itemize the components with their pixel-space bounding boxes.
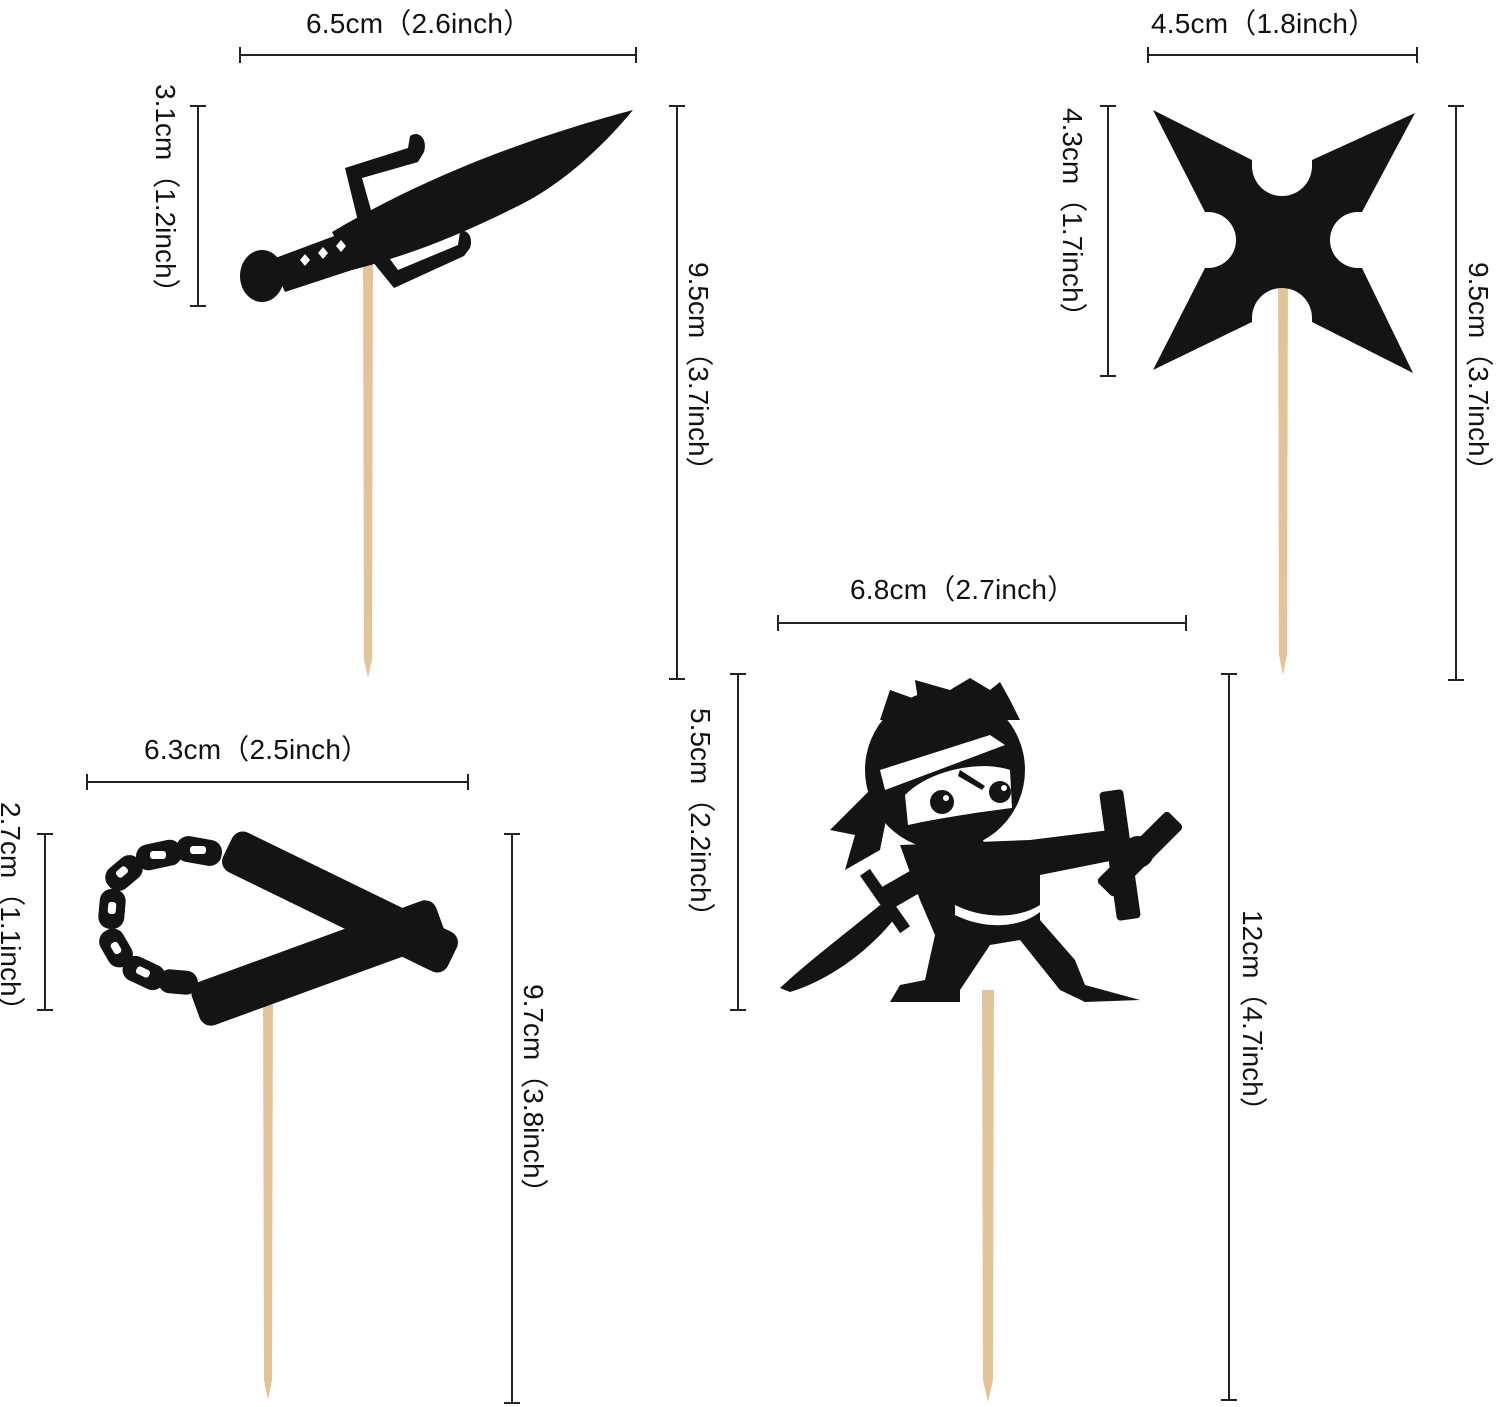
ninja-height-label: 5.5cm（2.2inch） — [685, 708, 716, 931]
nunchuck-chain — [98, 836, 223, 995]
ninja-height-line — [730, 673, 746, 1011]
sword-pommel — [240, 250, 284, 302]
sword-height-label: 3.1cm（1.2inch） — [150, 84, 181, 307]
sword-guard-bottom — [368, 230, 472, 288]
ninja-topper — [780, 678, 1183, 1402]
sword-topper — [240, 110, 633, 678]
shuriken-star — [1153, 110, 1415, 373]
ninja-width-label: 6.8cm（2.7inch） — [850, 574, 1076, 605]
sword-height-line — [190, 105, 206, 307]
ninja-hair — [880, 678, 1020, 720]
ninja-total-height-label: 12cm（4.7inch） — [1237, 910, 1268, 1125]
sword-handle — [270, 232, 358, 292]
nunchucks-topper — [98, 831, 458, 1400]
shuriken-topper — [1153, 110, 1415, 675]
nunchuck-stick-2 — [191, 900, 445, 1026]
nunchucks-stick — [263, 985, 273, 1400]
ninja-face — [905, 766, 1012, 825]
nunchucks-total-height-line — [504, 833, 520, 1404]
ninja-bandana-tails — [830, 790, 890, 870]
ninja-headband — [880, 735, 1005, 790]
ninja-right-eye — [989, 781, 1011, 803]
shuriken-height-line — [1100, 105, 1116, 377]
sword-total-height-label: 9.5cm（3.7inch） — [683, 262, 714, 485]
sword-blade — [332, 110, 633, 270]
nunchucks-height-line — [37, 833, 53, 1011]
shuriken-total-height-label: 9.5cm（3.7inch） — [1463, 262, 1494, 485]
shuriken-width-line — [1147, 47, 1418, 63]
ninja-stick — [982, 990, 994, 1402]
ninja-left-eye — [930, 790, 954, 814]
shuriken-stick — [1278, 265, 1288, 675]
ninja-sword — [780, 905, 895, 992]
sword-total-height-line — [669, 105, 685, 680]
ninja-width-line — [777, 615, 1187, 631]
sword-width-label: 6.5cm（2.6inch） — [306, 8, 532, 39]
shuriken-total-height-line — [1448, 105, 1464, 681]
nunchucks-height-label: 2.7cm（1.1inch） — [0, 802, 26, 1025]
nunchucks-total-height-label: 9.7cm（3.8inch） — [518, 984, 549, 1207]
nunchucks-width-label: 6.3cm（2.5inch） — [144, 734, 370, 765]
sword-guard-top — [345, 133, 425, 250]
ninja-total-height-line — [1221, 673, 1237, 1401]
nunchucks-width-line — [86, 774, 469, 790]
sword-width-line — [239, 47, 637, 63]
dimension-lines — [37, 47, 1464, 1404]
sword-stick — [363, 255, 373, 678]
ninja-shuriken — [1097, 789, 1183, 921]
shuriken-height-label: 4.3cm（1.7inch） — [1057, 108, 1088, 331]
shuriken-width-label: 4.5cm（1.8inch） — [1151, 8, 1377, 39]
